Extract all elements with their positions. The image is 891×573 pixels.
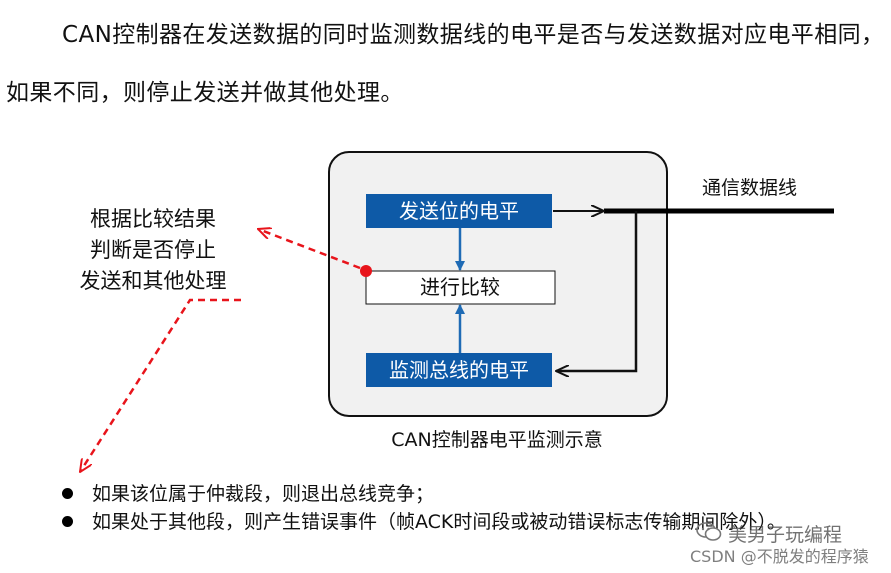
intro-paragraph: CAN控制器在发送数据的同时监测数据线的电平是否与发送数据对应电平相同，如果不同… (6, 22, 885, 106)
list-item: 如果处于其他段，则产生错误事件（帧ACK时间段或被动错误标志传输期间除外）。 (62, 508, 862, 536)
consequence-list: 如果该位属于仲裁段，则退出总线竞争； 如果处于其他段，则产生错误事件（帧ACK时… (62, 480, 862, 536)
bus-line-label: 通信数据线 (702, 177, 797, 199)
diagram-caption: CAN控制器电平监测示意 (391, 429, 602, 451)
monitor-level-box (366, 353, 552, 387)
decision-line-1: 根据比较结果 (90, 207, 216, 231)
wechat-icon (696, 522, 722, 541)
compare-label: 进行比较 (420, 275, 500, 299)
list-item: 如果该位属于仲裁段，则退出总线竞争； (62, 480, 862, 508)
monitor-level-label: 监测总线的电平 (389, 358, 529, 382)
watermark-account: 美男子玩编程 (728, 524, 843, 546)
bullet-icon (62, 516, 73, 527)
bullet-icon (62, 488, 73, 499)
compare-box (365, 270, 556, 305)
send-level-label: 发送位的电平 (399, 199, 519, 223)
compare-to-decision-arrow (258, 229, 361, 270)
bus-feedback-line (556, 211, 638, 371)
decision-line-3: 发送和其他处理 (80, 269, 227, 293)
decision-line-2: 判断是否停止 (90, 238, 216, 262)
compare-red-dot (360, 265, 372, 277)
send-level-box (366, 194, 552, 228)
watermark-csdn: CSDN @不脱发的程序猿 (690, 547, 869, 566)
decision-to-notes-arrow (80, 298, 241, 472)
